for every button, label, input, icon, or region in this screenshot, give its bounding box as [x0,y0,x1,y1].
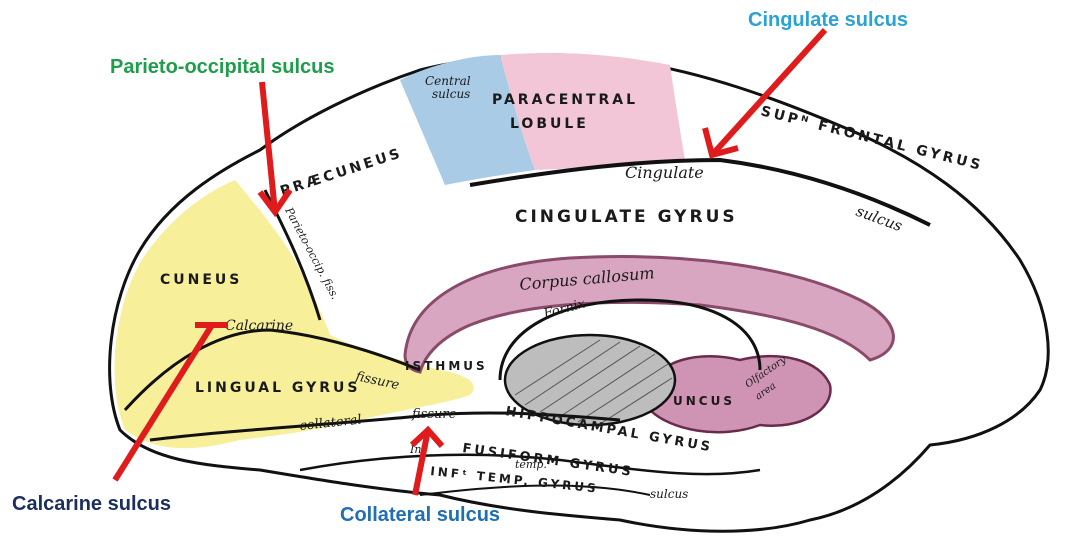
cingulate-gyrus-label: CINGULATE GYRUS [515,207,738,227]
collateral-sulcus-callout: Collateral sulcus [340,504,500,526]
central-sulcus-label-2: sulcus [432,87,470,101]
cingulate-sulcus-label-1: Cingulate [625,163,704,182]
sulcus-label: sulcus [650,487,688,501]
parieto-occipital-sulcus-callout: Parieto-occipital sulcus [110,56,335,78]
uncus-label: UNCUS [673,394,735,408]
lobule-label: LOBULE [510,116,589,132]
cuneus-label: CUNEUS [160,272,242,288]
collateral-fissure-label: fissure [411,407,457,422]
central-sulcus-label-1: Central [425,74,471,88]
temp-label: temp. [515,458,547,471]
isthmus-label: ISTHMUS [405,359,488,373]
paracentral-label: PARACENTRAL [492,92,638,108]
cingulate-sulcus-callout: Cingulate sulcus [748,9,908,31]
lingual-gyrus-label: LINGUAL GYRUS [195,380,360,396]
calcarine-label: Calcarine [225,318,293,334]
calcarine-sulcus-callout: Calcarine sulcus [12,493,171,515]
